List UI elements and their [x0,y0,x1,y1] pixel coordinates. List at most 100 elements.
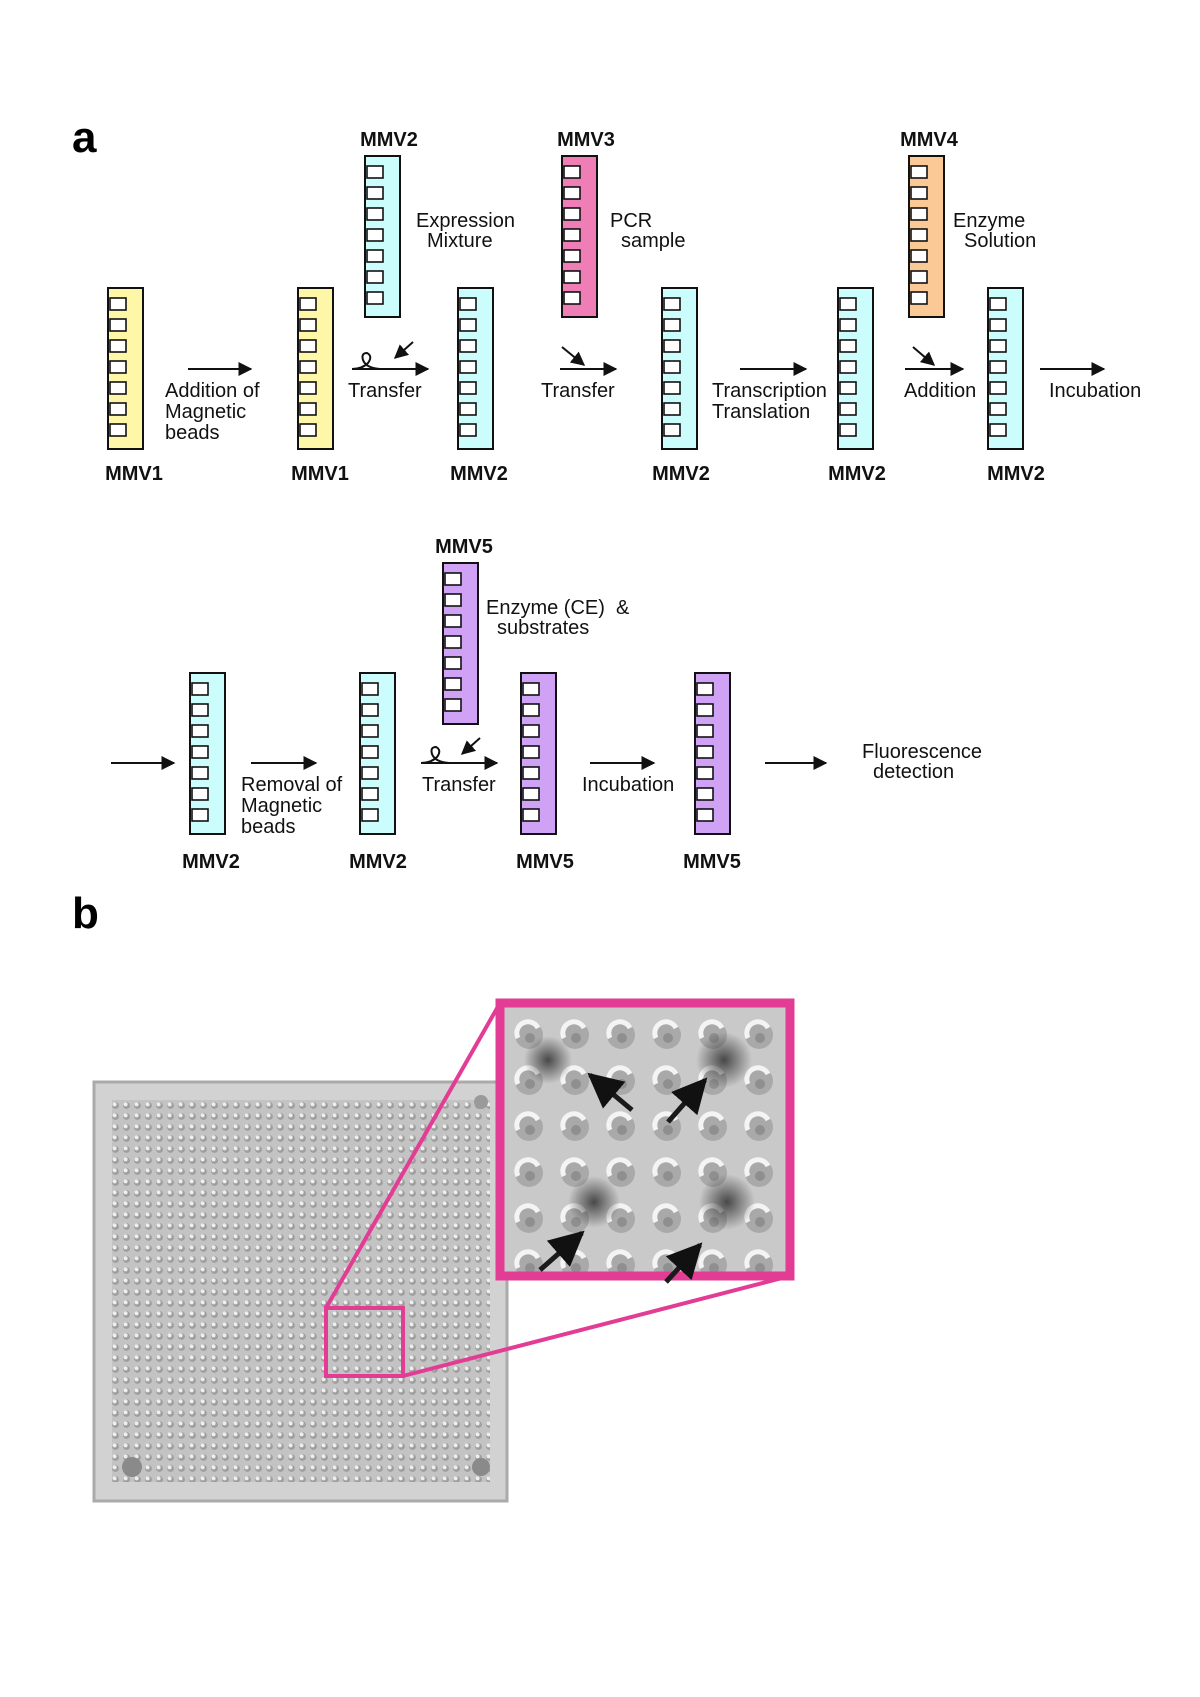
strip-name: MMV2 [349,851,407,873]
well-chamber [299,381,317,395]
well-chamber [563,186,581,200]
well-chamber [663,339,681,353]
well-chamber [444,572,462,586]
well-chamber [366,249,384,263]
zoom-pointer-arrow-icon [587,1072,634,1112]
step-translation: Translation [712,401,810,423]
microchip-photo [92,1080,509,1503]
strip-name: MMV2 [182,851,240,873]
well-chamber [459,381,477,395]
well-chamber [299,360,317,374]
well-chamber [191,745,209,759]
well-chamber [459,297,477,311]
step-removal-beads-3: beads [241,816,296,838]
well-chamber [109,402,127,416]
well-chamber [663,318,681,332]
mmv2-strip [189,672,226,835]
zoom-inset [495,998,795,1284]
well-chamber [910,228,928,242]
step-removal-beads-1: Removal of [241,774,343,796]
well-chamber [563,270,581,284]
well-chamber [696,808,714,822]
well-chamber [910,207,928,221]
well-chamber [522,787,540,801]
well-chamber [696,745,714,759]
well-chamber [663,297,681,311]
step-fluorescence-2: detection [873,761,954,783]
step-removal-beads-2: Magnetic [241,795,322,817]
strip-name: MMV5 [683,851,741,873]
panel-label-a: a [72,113,97,162]
well-chamber [910,270,928,284]
well-chamber [696,682,714,696]
mmv3-top-strip [561,155,598,318]
strip-name: MMV1 [105,463,163,485]
step-addition-beads-3: beads [165,422,220,444]
note-pcr-sample-1: PCR [610,210,652,232]
well-chamber [839,381,857,395]
well-chamber [299,402,317,416]
note-enzyme-solution-2: Solution [964,230,1036,252]
well-chamber [563,249,581,263]
diag-arrow-icon [561,346,586,366]
well-chamber [563,207,581,221]
zoom-pointer-arrow-icon [664,1242,703,1284]
well-chamber [366,186,384,200]
well-chamber [696,724,714,738]
well-chamber [839,360,857,374]
well-chamber [299,318,317,332]
well-chamber [663,360,681,374]
well-chamber [191,682,209,696]
diag-arrow-icon [460,737,481,755]
mmv1-strip [107,287,144,450]
mmv2-top-strip [364,155,401,318]
note-enzyme-ce-2: substrates [497,617,589,639]
step-transcription: Transcription [712,380,827,402]
pipette-loop-icon [351,351,381,370]
well-chamber [563,165,581,179]
mmv3-top-name: MMV3 [557,129,615,151]
step-addition-beads-2: Magnetic [165,401,246,423]
well-chamber [366,207,384,221]
well-chamber [361,703,379,717]
zoom-connector-bottom [402,1274,791,1378]
well-chamber [459,339,477,353]
well-chamber [444,614,462,628]
well-chamber [361,724,379,738]
well-chamber [191,808,209,822]
well-chamber [361,808,379,822]
strip-name: MMV5 [516,851,574,873]
note-expression-mixture-2: Mixture [427,230,493,252]
mmv4-top-name: MMV4 [900,129,959,151]
well-chamber [839,297,857,311]
well-chamber [989,402,1007,416]
step-addition: Addition [904,380,976,402]
well-chamber [444,698,462,712]
strip-name: MMV2 [987,463,1045,485]
well-chamber [989,360,1007,374]
well-chamber [910,165,928,179]
strip-name: MMV2 [652,463,710,485]
well-chamber [522,745,540,759]
mmv2-top-name: MMV2 [360,129,418,151]
well-chamber [459,402,477,416]
well-chamber [361,766,379,780]
mmv2-strip [457,287,494,450]
well-chamber [459,360,477,374]
note-enzyme-ce-1: Enzyme (CE) & [486,597,630,619]
well-chamber [444,656,462,670]
well-chamber [191,724,209,738]
well-chamber [361,745,379,759]
well-chamber [109,318,127,332]
mmv2-strip [661,287,698,450]
well-chamber [109,297,127,311]
well-chamber [663,381,681,395]
well-chamber [109,381,127,395]
panel-label-b: b [72,889,99,938]
well-chamber [696,787,714,801]
well-chamber [522,808,540,822]
well-chamber [522,724,540,738]
zoom-connector-top [324,1002,502,1309]
mmv5-strip [520,672,557,835]
